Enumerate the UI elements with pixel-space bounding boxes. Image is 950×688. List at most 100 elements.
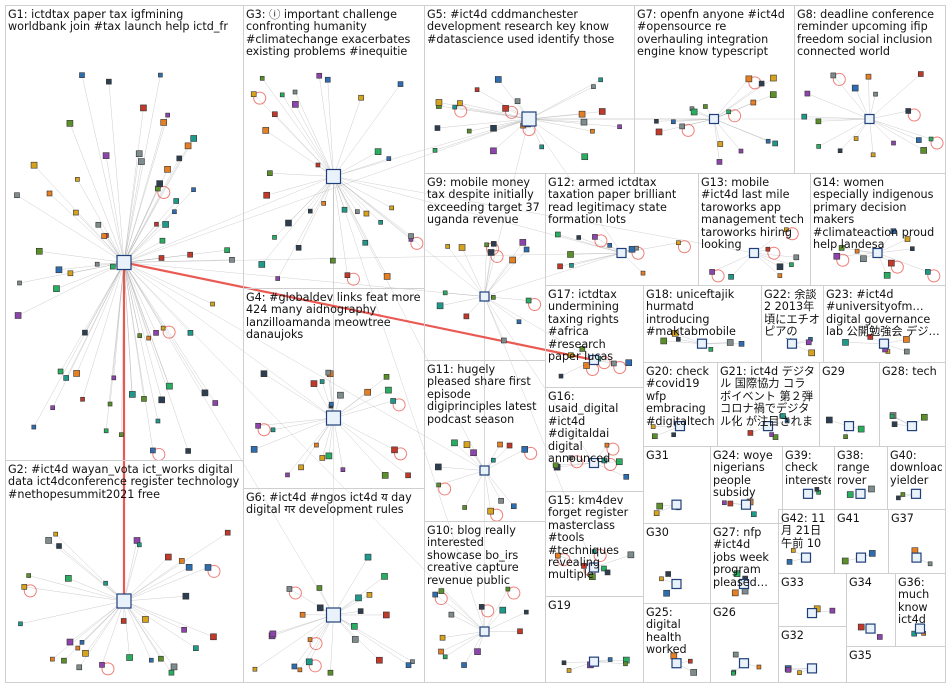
node [79, 72, 85, 78]
edge [20, 600, 125, 625]
self-loop [505, 105, 519, 119]
node [381, 472, 389, 479]
node [505, 586, 511, 592]
node [390, 398, 396, 404]
self-loop [767, 246, 781, 260]
hub-node [521, 111, 537, 127]
node [730, 670, 736, 676]
edge [469, 118, 530, 132]
node [35, 247, 43, 255]
node [389, 205, 394, 211]
node [262, 127, 270, 134]
node [900, 492, 906, 497]
edge [17, 262, 125, 316]
node [75, 177, 80, 182]
node [765, 246, 771, 252]
hub-node [116, 254, 132, 271]
edge [39, 251, 125, 263]
edge [753, 252, 797, 258]
edge [123, 158, 180, 263]
node [927, 561, 933, 567]
edge [440, 631, 485, 652]
group-box-g14 [810, 173, 946, 286]
node [267, 170, 273, 176]
edge [123, 600, 214, 638]
edge [85, 600, 125, 654]
node [435, 463, 442, 471]
node [30, 161, 38, 169]
node [676, 337, 681, 342]
node [101, 233, 107, 239]
edge [713, 77, 774, 120]
node [843, 434, 848, 440]
hub-node [479, 291, 490, 302]
node [470, 449, 477, 457]
node [26, 573, 31, 578]
node [263, 191, 270, 199]
node [75, 645, 81, 651]
node [490, 124, 497, 132]
self-loop [606, 442, 620, 456]
edge [528, 118, 593, 132]
node [524, 609, 529, 615]
node [703, 104, 708, 109]
edge [484, 296, 595, 361]
node [474, 87, 480, 92]
group-box-g19 [545, 596, 644, 683]
edge [437, 118, 530, 129]
edge [836, 252, 878, 257]
node [272, 111, 278, 118]
node [364, 388, 371, 396]
hub-node [671, 499, 682, 510]
node [438, 588, 445, 594]
edge [713, 78, 750, 120]
self-loop [490, 249, 504, 263]
node [870, 152, 876, 158]
edge [327, 79, 334, 177]
edge [484, 252, 622, 297]
node [916, 137, 922, 143]
node [758, 80, 765, 87]
edge [105, 155, 125, 263]
hub-node [911, 552, 922, 563]
node [708, 347, 714, 352]
node [463, 313, 470, 320]
edge [319, 75, 334, 177]
edge [833, 75, 870, 120]
node [442, 654, 448, 660]
node [107, 401, 113, 407]
node [439, 634, 446, 641]
hub-node [855, 552, 867, 563]
self-loop [728, 109, 742, 123]
node [50, 656, 55, 662]
node [45, 537, 52, 544]
node [716, 159, 723, 165]
node [808, 349, 816, 357]
hub-node [671, 658, 682, 669]
edge [28, 575, 125, 602]
node [780, 413, 786, 419]
edge [463, 631, 485, 666]
node [865, 73, 872, 80]
node [172, 209, 177, 215]
node [497, 441, 503, 448]
node [138, 158, 145, 165]
hub-node [878, 338, 890, 349]
node [679, 123, 685, 130]
edge [451, 614, 485, 632]
edge [274, 114, 334, 177]
group-box-g42 [778, 509, 835, 574]
edge [294, 91, 334, 177]
node [66, 638, 74, 646]
edge [123, 262, 485, 632]
node [578, 110, 586, 118]
edge [108, 81, 125, 263]
hub-node [674, 421, 686, 432]
edge [272, 417, 334, 431]
edge [333, 614, 413, 662]
edge [434, 118, 530, 151]
node [55, 266, 63, 274]
node [517, 628, 523, 635]
group-box-g21 [717, 362, 820, 447]
